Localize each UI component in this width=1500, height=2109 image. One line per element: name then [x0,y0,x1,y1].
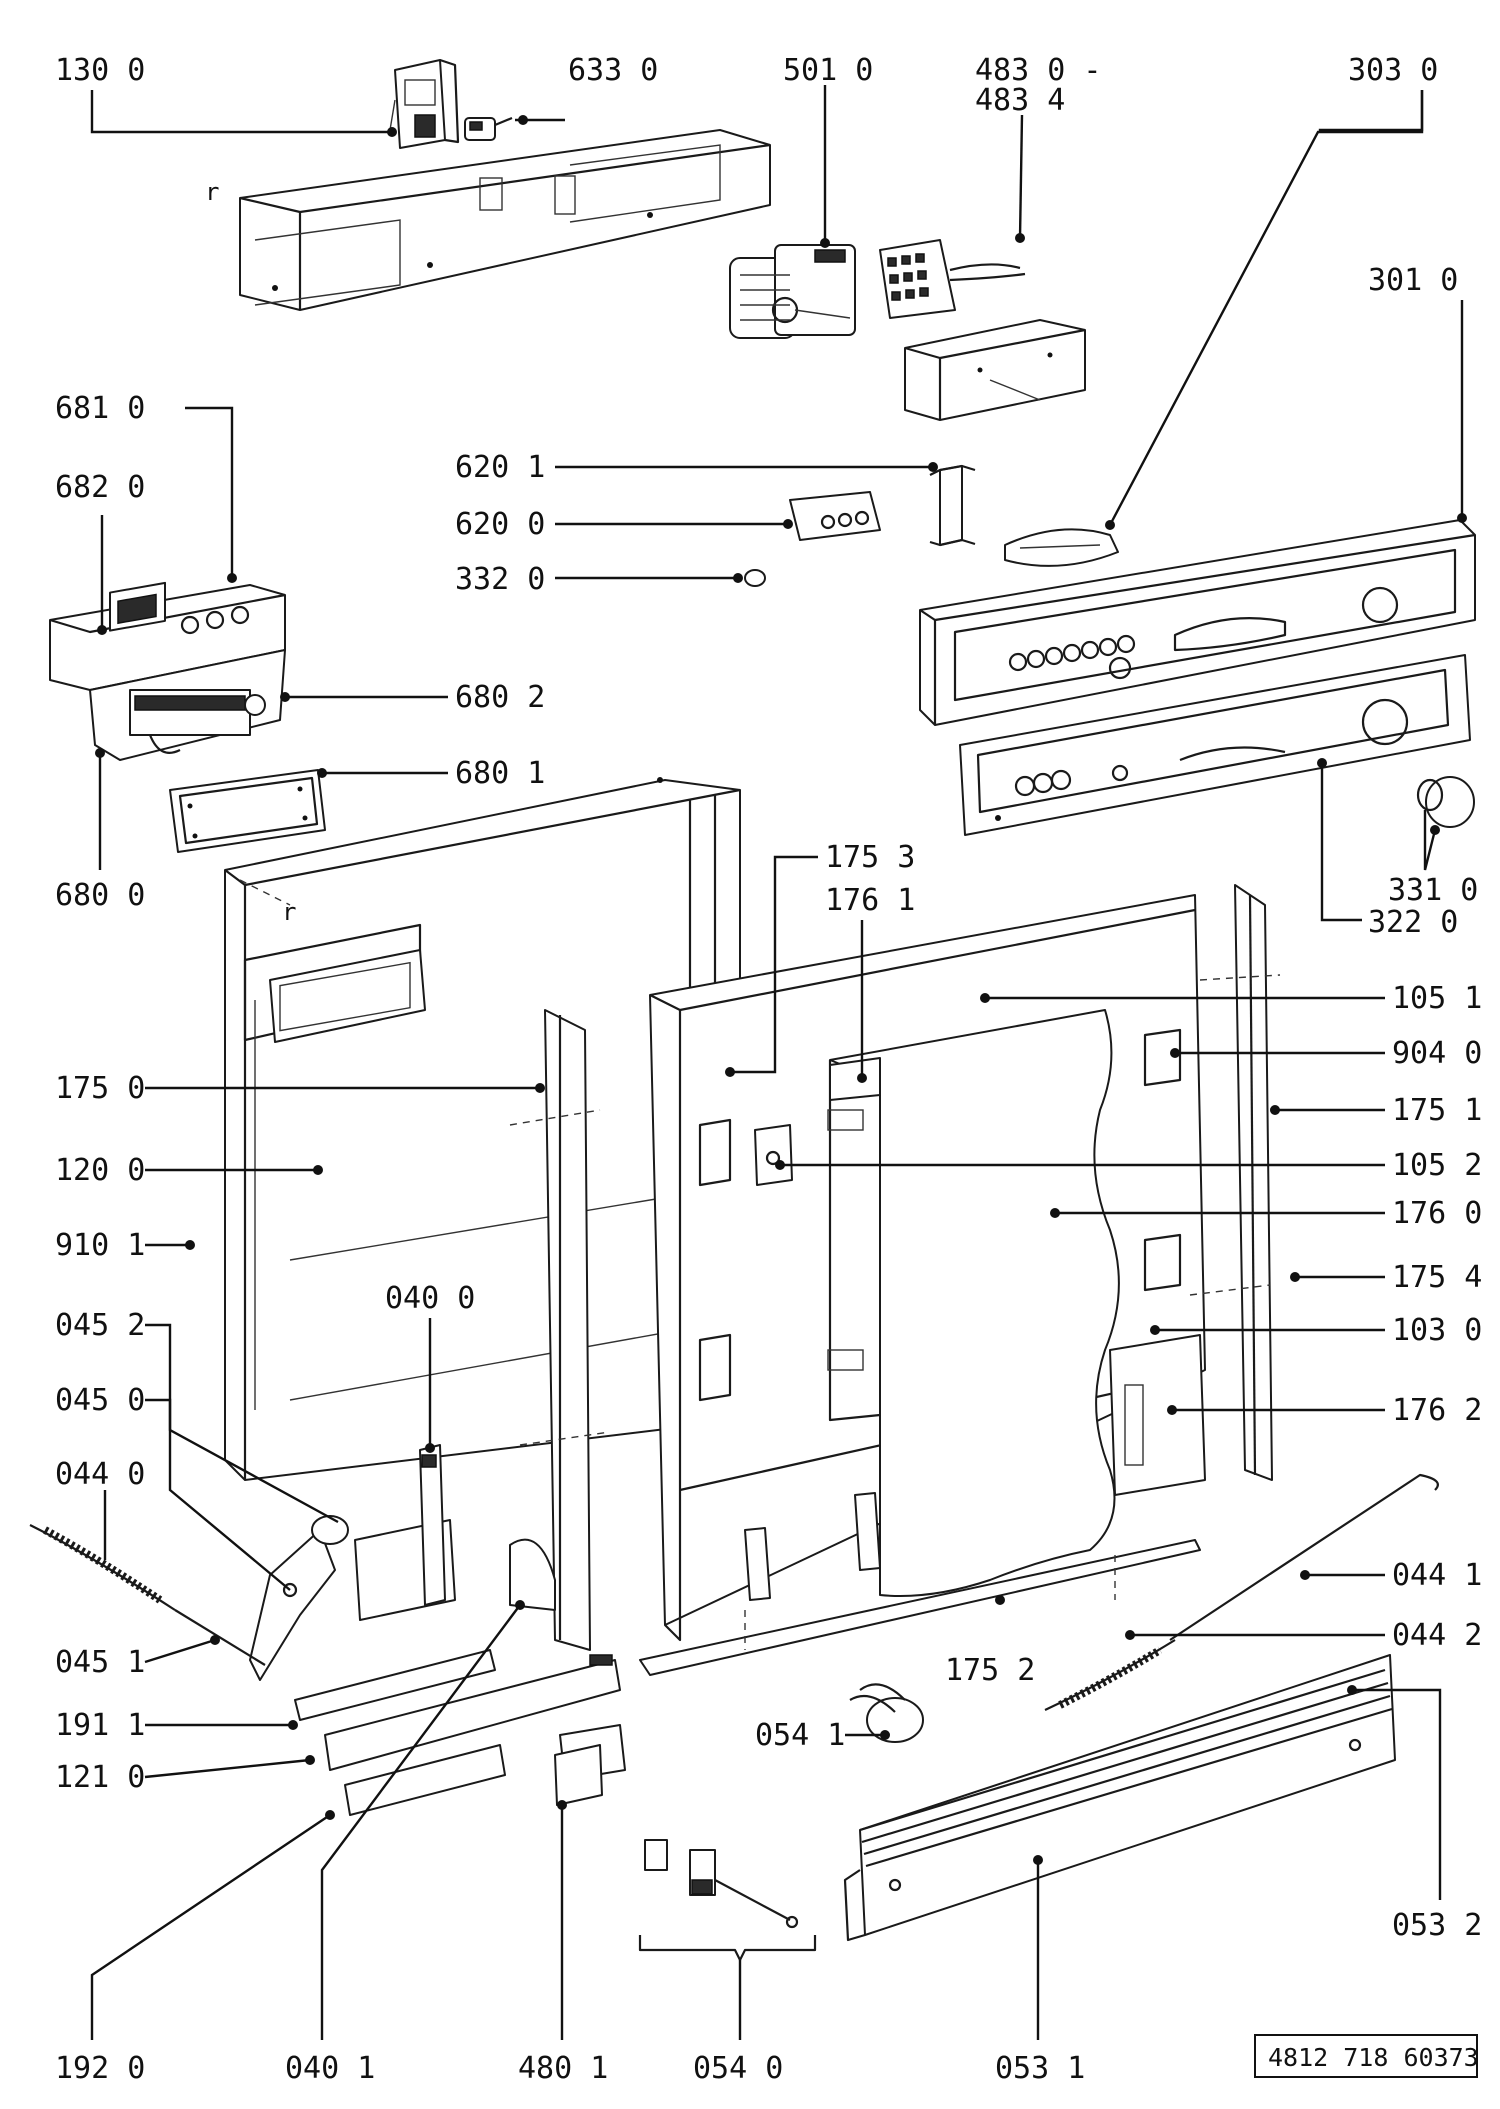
label-681-0: 681 0 [55,391,145,426]
label-120-0: 120 0 [55,1153,145,1188]
label-680-1: 680 1 [455,756,545,791]
label-175-2: 175 2 [945,1653,1035,1688]
label-191-1: 191 1 [55,1708,145,1743]
hinge-part [249,1515,349,1681]
label-040-1: 040 1 [285,2051,375,2086]
label-322-0: 322 0 [1368,905,1458,940]
label-045-1: 045 1 [55,1645,145,1680]
roller-054-1-part [849,1683,924,1743]
svg-text:r: r [205,178,219,206]
knob-331-part [1416,776,1475,828]
label-045-0: 045 0 [55,1383,145,1418]
label-501-0: 501 0 [783,53,873,88]
label-682-0: 682 0 [55,470,145,505]
side-strip-left-part [509,1009,611,1651]
label-045-2: 045 2 [55,1308,145,1343]
label-105-1: 105 1 [1392,981,1482,1016]
label-054-0: 054 0 [693,2051,783,2086]
inner-door-frame-part: r [224,777,741,1481]
label-332-0: 332 0 [455,562,545,597]
label-130-0: 130 0 [55,53,145,88]
label-053-1: 053 1 [995,2051,1085,2086]
cover-176-2-part [1109,1334,1206,1496]
spring-left-part [29,1524,266,1666]
label-053-2: 053 2 [1392,1908,1482,1943]
label-121-0: 121 0 [55,1760,145,1795]
label-620-1: 620 1 [455,450,545,485]
label-301-0: 301 0 [1368,263,1458,298]
label-176-0: 176 0 [1392,1196,1482,1231]
kick-plate-part [843,1654,1396,1942]
switch-633-part [464,116,513,141]
label-105-2: 105 2 [1392,1148,1482,1183]
bottom-trim-175-2-part [639,1539,1201,1676]
bracket-040-1-part [509,1538,556,1611]
label-044-0: 044 0 [55,1457,145,1492]
top-bracket-part: r [205,129,771,311]
bracket-040-0-part [354,1444,456,1621]
spring-right-part [1044,1473,1439,1711]
label-680-2: 680 2 [455,680,545,715]
connector-block-part [879,239,1086,421]
label-175-1: 175 1 [1392,1093,1482,1128]
switch-module-130-part [389,58,460,149]
handle-insert-303-part [1004,528,1119,567]
label-175-3: 175 3 [825,840,915,875]
clip-480-1-part [554,1744,603,1806]
fixing-kit-054-0-part [638,1839,817,1962]
svg-text:r: r [282,898,296,926]
label-175-4: 175 4 [1392,1260,1482,1295]
label-633-0: 633 0 [568,53,658,88]
label-331-0: 331 0 [1388,873,1478,908]
label-044-2: 044 2 [1392,1618,1482,1653]
panel-fascia-322-part [959,654,1471,836]
label-904-0: 904 0 [1392,1036,1482,1071]
switch-620-1-part [929,464,976,547]
label-303-0: 303 0 [1348,53,1438,88]
label-192-0: 192 0 [55,2051,145,2086]
label-483-4: 483 4 [975,83,1065,118]
detergent-dispenser-part [49,581,286,761]
reference-number: 4812 718 60373 [1268,2043,1479,2072]
label-054-1: 054 1 [755,1718,845,1753]
side-strip-right-part [1189,884,1281,1481]
label-483-0: 483 0 - [975,53,1101,88]
part-labels: 130 0 633 0 501 0 483 0 - 483 4 303 0 30… [55,53,1482,2086]
switch-620-0-part [789,491,881,541]
label-103-0: 103 0 [1392,1313,1482,1348]
label-680-0: 680 0 [55,878,145,913]
leader-lines [90,85,1464,2040]
door-liner-176-part [827,1009,1120,1597]
timer-motor-part [729,244,856,339]
label-910-1: 910 1 [55,1228,145,1263]
label-176-2: 176 2 [1392,1393,1482,1428]
label-480-1: 480 1 [518,2051,608,2086]
reference-box: 4812 718 60373 [1254,2034,1479,2078]
label-040-0: 040 0 [385,1281,475,1316]
label-044-1: 044 1 [1392,1558,1482,1593]
dispenser-gasket-part [169,769,326,853]
label-175-0: 175 0 [55,1071,145,1106]
lamp-332-part [744,569,766,587]
leader-dots [95,115,1467,1865]
label-176-1: 176 1 [825,883,915,918]
label-620-0: 620 0 [455,507,545,542]
